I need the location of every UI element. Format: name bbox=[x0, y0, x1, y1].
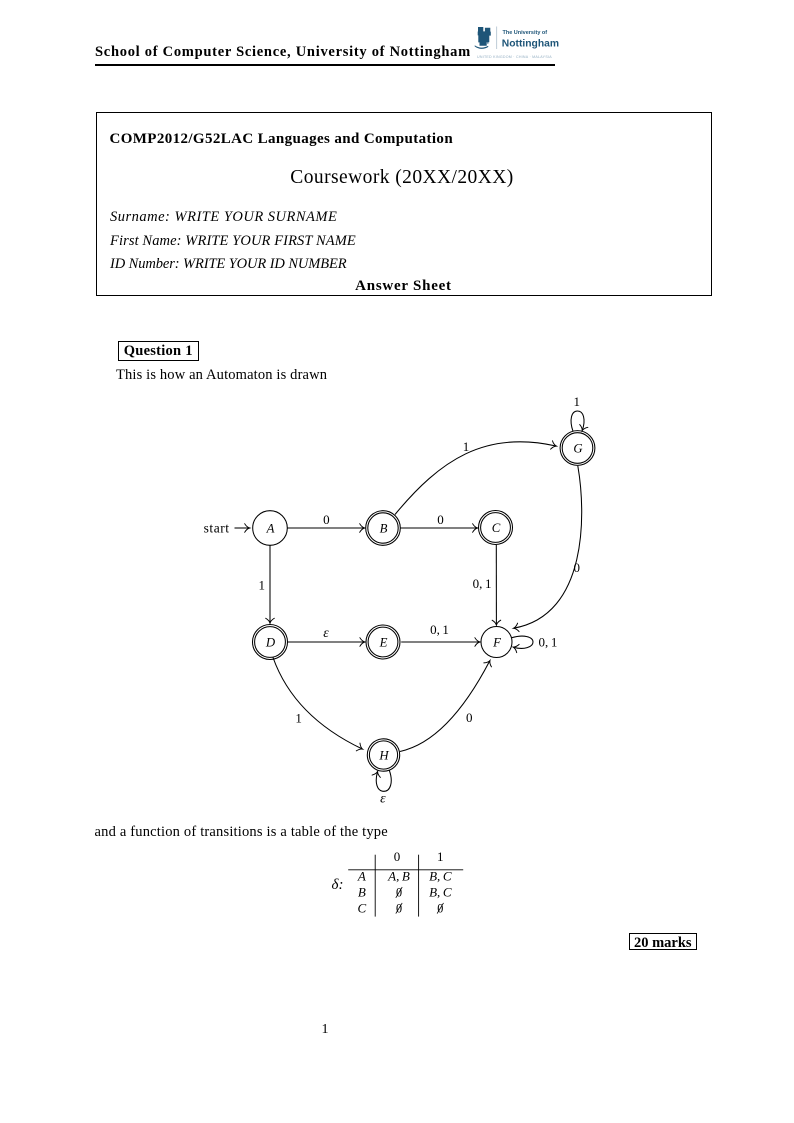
svg-text:B, C: B, C bbox=[429, 869, 452, 884]
svg-text:A: A bbox=[357, 869, 366, 884]
svg-text:0: 0 bbox=[437, 901, 443, 915]
svg-text:G: G bbox=[573, 442, 582, 456]
svg-text:0, 1: 0, 1 bbox=[473, 576, 492, 591]
svg-text:B: B bbox=[380, 522, 388, 536]
svg-text:0, 1: 0, 1 bbox=[430, 622, 449, 637]
svg-text:0: 0 bbox=[323, 512, 330, 527]
svg-text:H: H bbox=[378, 749, 389, 763]
svg-text:E: E bbox=[379, 636, 388, 650]
svg-text:0: 0 bbox=[437, 512, 444, 527]
svg-text:ε: ε bbox=[323, 626, 329, 641]
svg-text:0: 0 bbox=[573, 560, 580, 575]
svg-text:Nottingham: Nottingham bbox=[502, 39, 559, 50]
svg-text:δ:: δ: bbox=[332, 877, 344, 893]
svg-text:ε: ε bbox=[380, 792, 386, 807]
svg-text:start: start bbox=[204, 521, 230, 536]
svg-text:UNITED KINGDOM · CHINA · MALAY: UNITED KINGDOM · CHINA · MALAYSIA bbox=[477, 55, 552, 59]
svg-text:1: 1 bbox=[437, 849, 444, 864]
svg-text:C: C bbox=[492, 521, 501, 535]
svg-text:A, B: A, B bbox=[387, 869, 410, 884]
svg-text:A: A bbox=[266, 522, 275, 536]
svg-text:0: 0 bbox=[466, 710, 473, 725]
svg-text:0: 0 bbox=[394, 849, 401, 864]
svg-text:0, 1: 0, 1 bbox=[539, 634, 558, 649]
svg-text:B, C: B, C bbox=[429, 885, 452, 900]
svg-text:F: F bbox=[492, 636, 501, 650]
svg-text:1: 1 bbox=[573, 394, 580, 409]
svg-text:C: C bbox=[357, 900, 366, 915]
svg-text:B: B bbox=[358, 885, 366, 900]
svg-text:0: 0 bbox=[396, 886, 402, 900]
svg-text:1: 1 bbox=[258, 578, 265, 593]
svg-text:0: 0 bbox=[396, 901, 402, 915]
svg-text:1: 1 bbox=[295, 711, 302, 726]
svg-text:The University of: The University of bbox=[503, 30, 548, 36]
svg-text:D: D bbox=[265, 636, 276, 650]
svg-text:1: 1 bbox=[463, 439, 470, 454]
